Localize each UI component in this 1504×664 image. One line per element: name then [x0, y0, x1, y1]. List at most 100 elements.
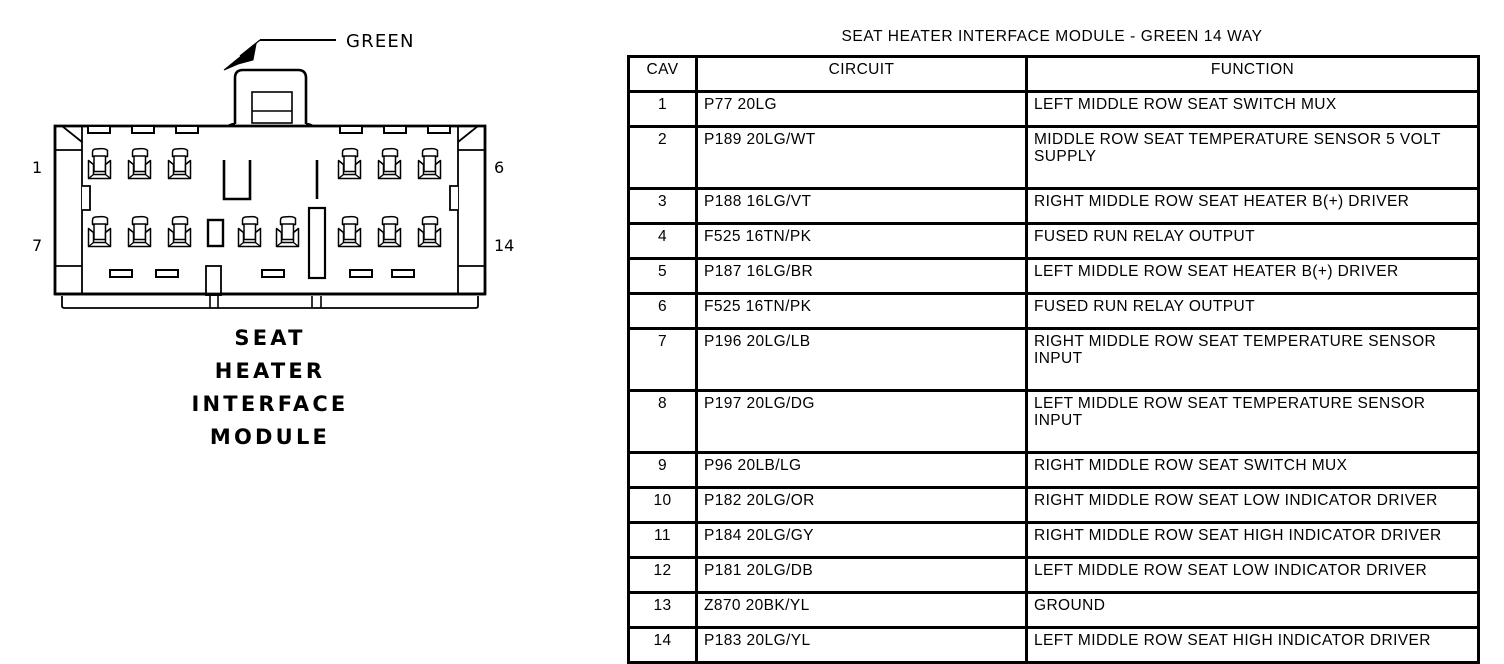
terminal-cavity-1 [87, 147, 112, 180]
center-post [307, 206, 327, 280]
arrow-pointer-icon [223, 42, 257, 71]
cell-circuit: P77 20LG [695, 90, 1028, 128]
cell-circuit: P181 20LG/DB [695, 556, 1028, 594]
cell-circuit: F525 16TN/PK [695, 222, 1028, 260]
terminal-cavity-9 [167, 215, 192, 248]
terminal-cavity-13 [377, 215, 402, 248]
connector-diagram: GREEN [32, 31, 514, 309]
cell-cav: 1 [627, 90, 698, 128]
cell-function: FUSED RUN RELAY OUTPUT [1025, 222, 1480, 260]
cell-function: FUSED RUN RELAY OUTPUT [1025, 292, 1480, 330]
caption-line-4: MODULE [209, 425, 331, 449]
cell-circuit: P183 20LG/YL [695, 626, 1028, 664]
cell-function: LEFT MIDDLE ROW SEAT LOW INDICATOR DRIVE… [1025, 556, 1480, 594]
cell-function: LEFT MIDDLE ROW SEAT HIGH INDICATOR DRIV… [1025, 626, 1480, 664]
pinout-table-panel: SEAT HEATER INTERFACE MODULE - GREEN 14 … [627, 28, 1480, 664]
terminal-cavity-7 [87, 215, 112, 248]
terminal-cavity-8 [127, 215, 152, 248]
latch-arch [233, 68, 308, 124]
connector-latch [233, 68, 308, 124]
cell-function: GROUND [1025, 591, 1480, 629]
terminal-cavity-2 [127, 147, 152, 180]
cell-function: MIDDLE ROW SEAT TEMPERATURE SENSOR 5 VOL… [1025, 125, 1480, 190]
terminal-cavity-10 [237, 215, 262, 248]
blank-cavity-key [206, 218, 225, 248]
cell-cav: 3 [627, 187, 698, 225]
pin-label-top-left: 1 [32, 158, 42, 177]
cell-cav: 13 [627, 591, 698, 629]
column-header-circuit: CIRCUIT [695, 55, 1028, 93]
cell-function: LEFT MIDDLE ROW SEAT SWITCH MUX [1025, 90, 1480, 128]
cell-circuit: P196 20LG/LB [695, 327, 1028, 392]
table-header-row: CAV CIRCUIT FUNCTION [627, 55, 1480, 93]
cell-circuit: P96 20LB/LG [695, 451, 1028, 489]
bottom-edge-notches [109, 269, 415, 278]
cell-function: LEFT MIDDLE ROW SEAT HEATER B(+) DRIVER [1025, 257, 1480, 295]
lower-center-post [205, 265, 222, 297]
cell-circuit: P189 20LG/WT [695, 125, 1028, 190]
pin-label-bottom-right: 14 [494, 236, 514, 255]
connector-illustration-panel: GREEN [0, 0, 600, 650]
cell-circuit: F525 16TN/PK [695, 292, 1028, 330]
cell-circuit: Z870 20BK/YL [695, 591, 1028, 629]
terminal-cavity-11 [275, 215, 300, 248]
cell-cav: 9 [627, 451, 698, 489]
cell-function: RIGHT MIDDLE ROW SEAT TEMPERATURE SENSOR… [1025, 327, 1480, 392]
cell-cav: 8 [627, 389, 698, 454]
column-header-function: FUNCTION [1025, 55, 1480, 93]
cell-function: RIGHT MIDDLE ROW SEAT LOW INDICATOR DRIV… [1025, 486, 1480, 524]
terminal-cavity-4 [337, 147, 362, 180]
terminal-cavity-5 [377, 147, 402, 180]
top-edge-notches [87, 125, 451, 134]
column-header-cav: CAV [627, 55, 698, 93]
cell-function: RIGHT MIDDLE ROW SEAT HIGH INDICATOR DRI… [1025, 521, 1480, 559]
cell-circuit: P182 20LG/OR [695, 486, 1028, 524]
caption-line-1: SEAT [234, 326, 306, 350]
cell-cav: 6 [627, 292, 698, 330]
cell-circuit: P187 16LG/BR [695, 257, 1028, 295]
connector-caption: SEAT HEATER INTERFACE MODULE [0, 322, 540, 454]
cell-circuit: P188 16LG/VT [695, 187, 1028, 225]
cell-cav: 12 [627, 556, 698, 594]
pin-label-bottom-left: 7 [32, 236, 42, 255]
cell-cav: 10 [627, 486, 698, 524]
cell-cav: 14 [627, 626, 698, 664]
callout-label-green: GREEN [346, 31, 415, 52]
cell-circuit: P197 20LG/DG [695, 389, 1028, 454]
corner-blocks [55, 125, 485, 267]
caption-line-2: HEATER [214, 359, 326, 383]
center-wall-left [222, 160, 252, 201]
cell-cav: 7 [627, 327, 698, 392]
cell-function: RIGHT MIDDLE ROW SEAT HEATER B(+) DRIVER [1025, 187, 1480, 225]
cell-circuit: P184 20LG/GY [695, 521, 1028, 559]
terminal-cavity-3 [167, 147, 192, 180]
cell-cav: 2 [627, 125, 698, 190]
cell-cav: 11 [627, 521, 698, 559]
caption-line-3: INTERFACE [191, 392, 349, 416]
side-key-tab-right [449, 185, 458, 211]
cell-function: RIGHT MIDDLE ROW SEAT SWITCH MUX [1025, 451, 1480, 489]
cell-function: LEFT MIDDLE ROW SEAT TEMPERATURE SENSOR … [1025, 389, 1480, 454]
connector-skirt [61, 296, 479, 309]
latch-inner-window [251, 91, 293, 124]
terminal-cavity-14 [417, 215, 442, 248]
terminal-cavity-6 [417, 147, 442, 180]
pin-label-top-right: 6 [494, 158, 504, 177]
table-title: SEAT HEATER INTERFACE MODULE - GREEN 14 … [841, 28, 1263, 45]
connector-body-outline [53, 124, 487, 296]
